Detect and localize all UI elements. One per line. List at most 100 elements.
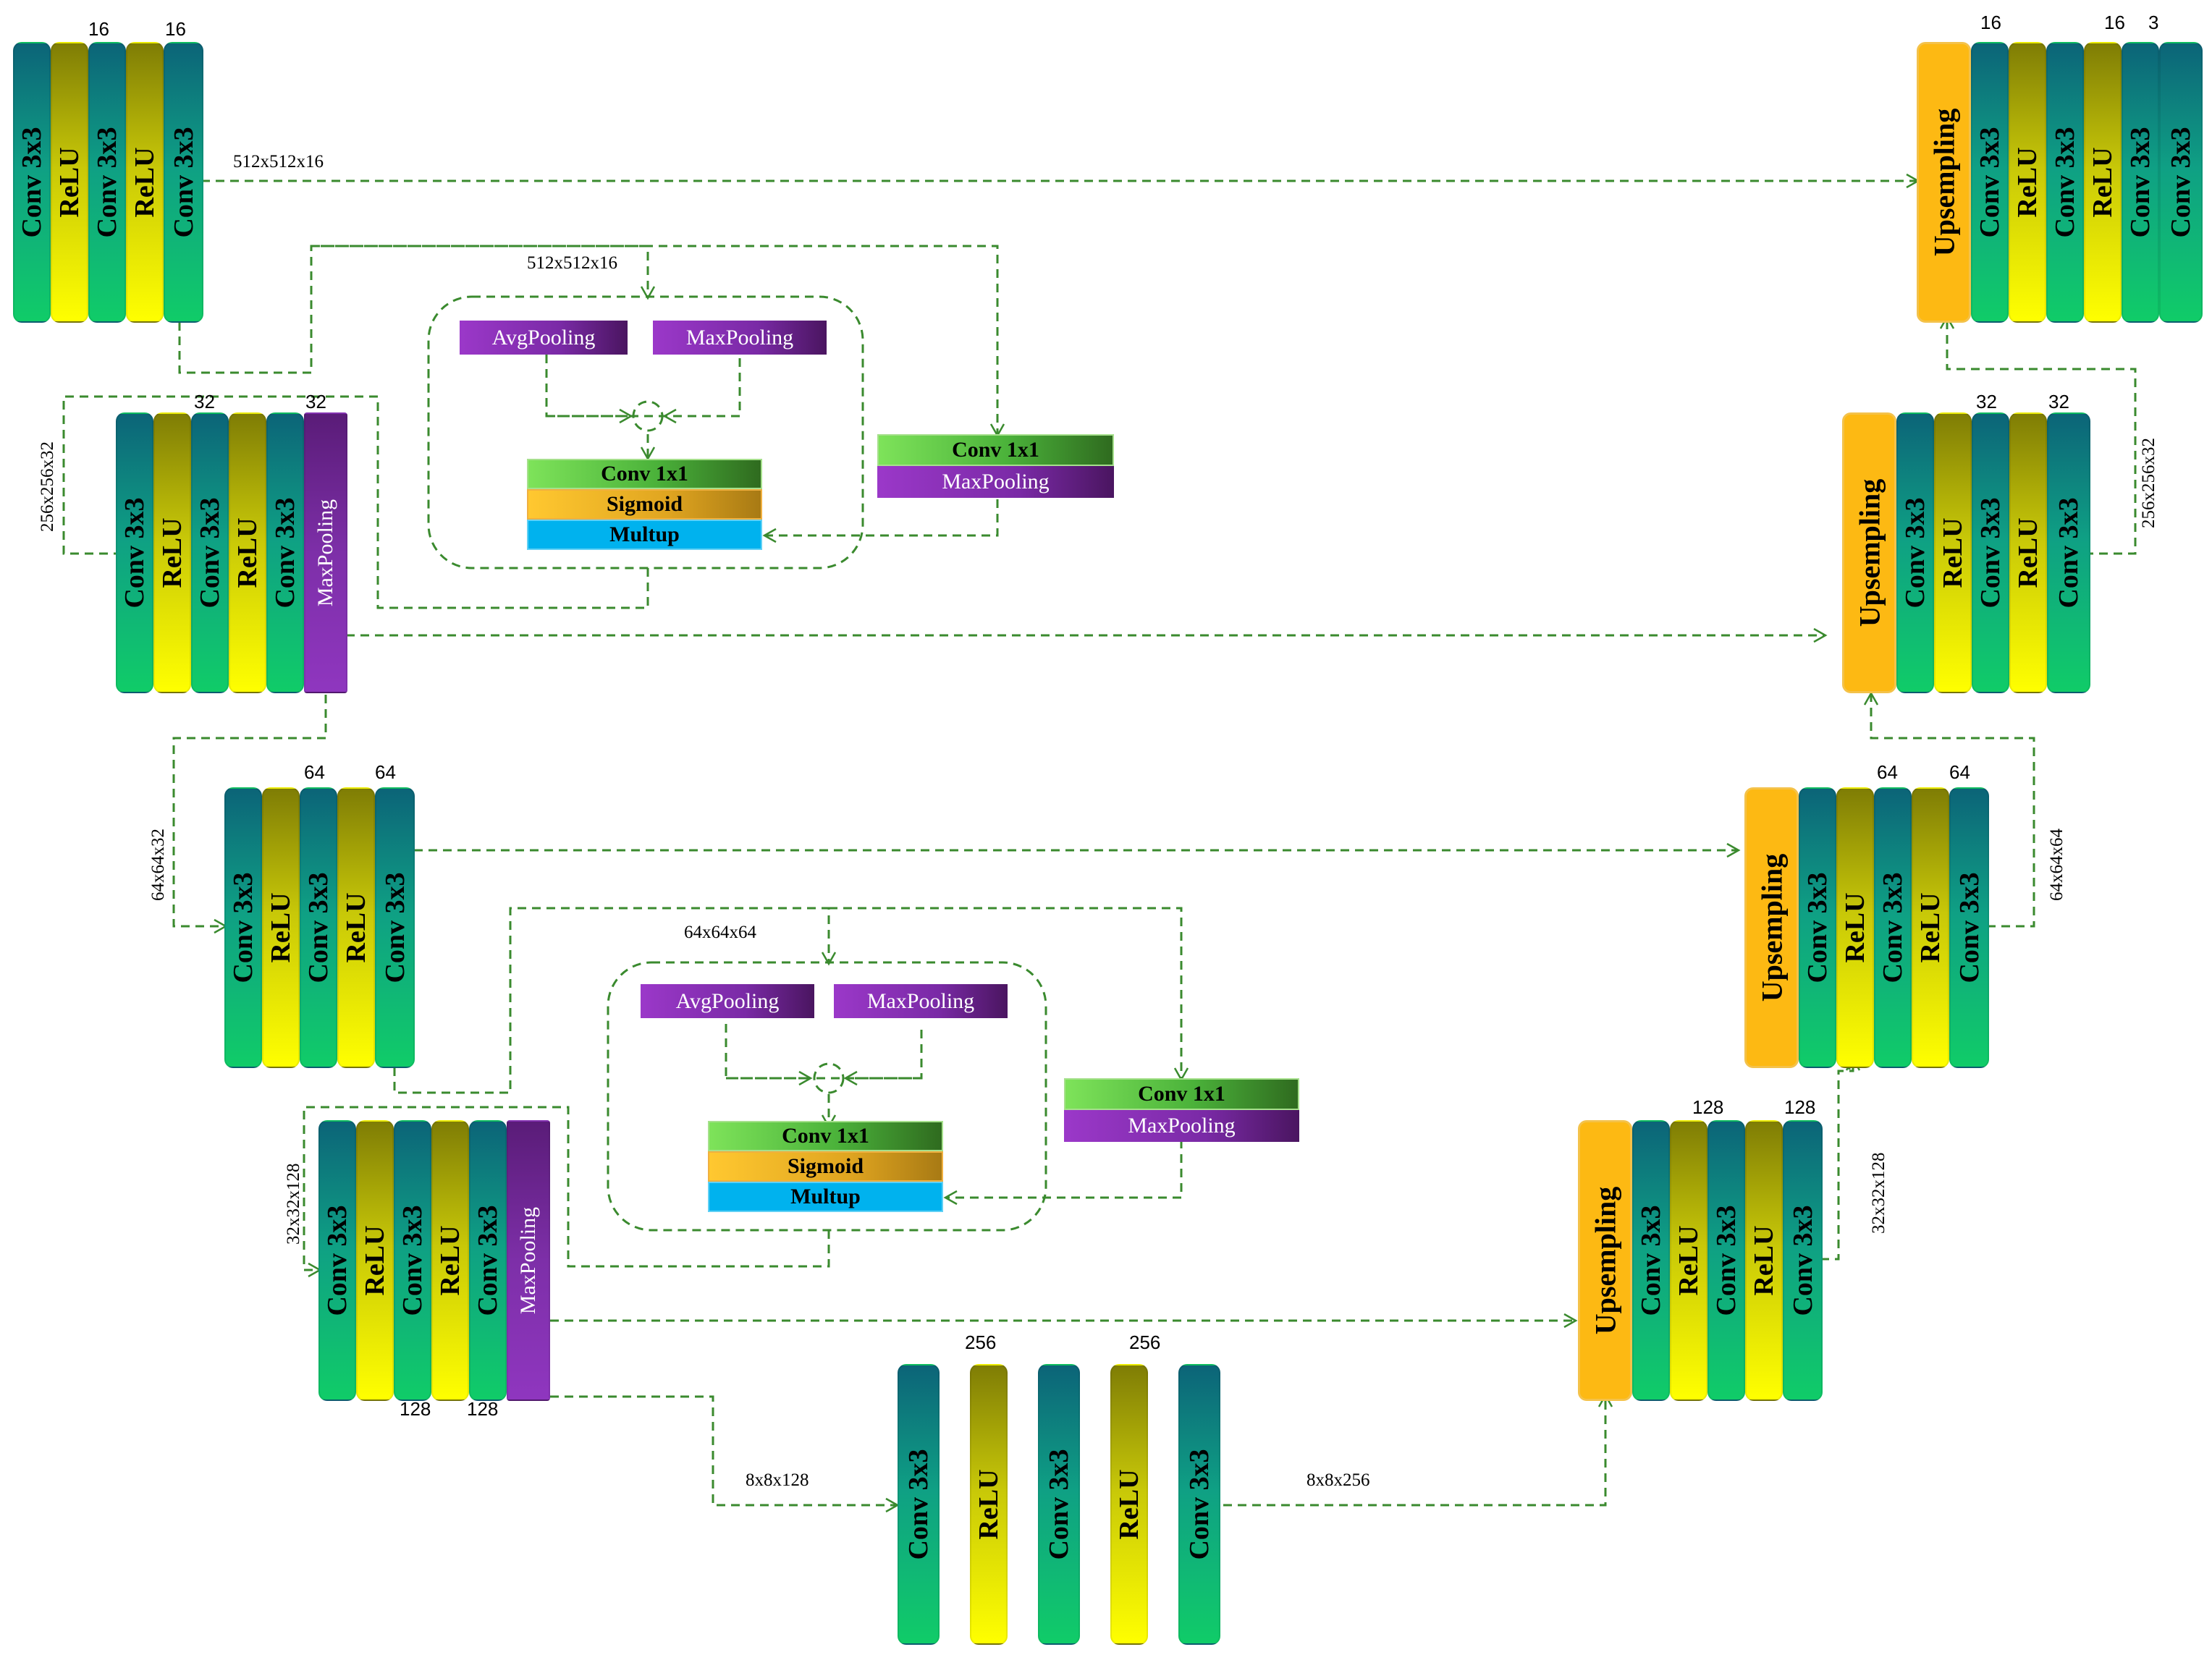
dec3-layer-relu-4: ReLU (1912, 787, 1949, 1068)
dec4-layer-conv-5: Conv 3x3 (1783, 1120, 1823, 1401)
dec4-layer-label-2: ReLU (1673, 1225, 1704, 1296)
enc3-layer-label-3: ReLU (341, 892, 371, 963)
dec2-layer-label-0: Upsempling (1853, 478, 1886, 627)
bottleneck-layer-conv-2: Conv 3x3 (1038, 1364, 1080, 1645)
dim-256-right: 256x256x32 (2139, 438, 2158, 528)
dec1-layer-label-3: Conv 3x3 (2050, 127, 2080, 238)
dec4-layer-conv-1: Conv 3x3 (1632, 1120, 1670, 1401)
enc4-layer-relu-3: ReLU (431, 1120, 469, 1401)
dec2-layer-label-2: ReLU (1938, 517, 1968, 588)
enc4-layer-label-4: Conv 3x3 (473, 1205, 503, 1316)
enc4-layer-label-1: ReLU (360, 1225, 390, 1296)
enc4-layer-label-0: Conv 3x3 (322, 1205, 353, 1316)
att2-multup: Multup (708, 1182, 943, 1212)
bottleneck-layer-label-0: Conv 3x3 (903, 1449, 934, 1560)
dec2-layer-relu-2: ReLU (1934, 412, 1972, 693)
dec1-layer-label-1: Conv 3x3 (1975, 127, 2005, 238)
dec1-layer-label-0: Upsempling (1928, 108, 1960, 257)
enc2-filters-a: 32 (194, 391, 215, 412)
dec1-layer-conv-5: Conv 3x3 (2122, 42, 2159, 323)
dec3-layer-conv-1: Conv 3x3 (1799, 787, 1836, 1068)
enc1-layer-label-0: Conv 3x3 (17, 127, 47, 238)
bottleneck-layer-label-2: Conv 3x3 (1044, 1449, 1074, 1560)
enc3-layer-conv-2: Conv 3x3 (300, 787, 337, 1068)
att2-conv1x1: Conv 1x1 (708, 1121, 943, 1151)
enc1-layer-relu-3: ReLU (126, 42, 164, 323)
enc4-filters-a: 128 (400, 1398, 431, 1420)
enc1-layer-label-3: ReLU (130, 147, 160, 218)
dec1-layer-label-6: Conv 3x3 (2166, 127, 2196, 238)
enc4-layer-conv-4: Conv 3x3 (469, 1120, 507, 1401)
enc1-layer-relu-1: ReLU (51, 42, 88, 323)
bottleneck-layer-relu-3: ReLU (1110, 1364, 1148, 1645)
enc1-layer-conv-0: Conv 3x3 (13, 42, 51, 323)
att2-side-conv1x1: Conv 1x1 (1064, 1078, 1299, 1110)
dim-32-right: 32x32x128 (1869, 1152, 1888, 1235)
enc1-layer-conv-4: Conv 3x3 (164, 42, 203, 323)
enc2-layer-label-0: Conv 3x3 (119, 497, 150, 609)
enc2-layer-conv-0: Conv 3x3 (116, 412, 153, 693)
enc4-layer-relu-1: ReLU (356, 1120, 394, 1401)
enc3-layer-label-4: Conv 3x3 (379, 872, 410, 983)
enc4-layer-conv-0: Conv 3x3 (318, 1120, 356, 1401)
enc3-layer-conv-0: Conv 3x3 (224, 787, 262, 1068)
att1-multup: Multup (527, 520, 762, 550)
dim-512-b: 512x512x16 (527, 253, 617, 273)
dec3-layer-label-5: Conv 3x3 (1954, 872, 1985, 983)
enc3-layer-relu-3: ReLU (337, 787, 375, 1068)
dec1-filters-c: 3 (2148, 12, 2159, 33)
bottleneck-filters-a: 256 (965, 1331, 997, 1353)
enc2-layer-relu-1: ReLU (153, 412, 191, 693)
dec2-layer-conv-5: Conv 3x3 (2047, 412, 2090, 693)
att2-maxpooling: MaxPooling (834, 984, 1008, 1018)
dec1-layer-conv-1: Conv 3x3 (1971, 42, 2009, 323)
enc3-filters-b: 64 (375, 761, 396, 783)
dec1-layer-conv-6: Conv 3x3 (2159, 42, 2203, 323)
bottleneck-layer-label-3: ReLU (1114, 1469, 1144, 1540)
dec2-layer-label-4: ReLU (2013, 517, 2043, 588)
enc2-layer-conv-2: Conv 3x3 (191, 412, 229, 693)
dec2-layer-ups-0: Upsempling (1842, 412, 1896, 693)
enc2-layer-conv-4: Conv 3x3 (266, 412, 304, 693)
dec4-layer-ups-0: Upsempling (1578, 1120, 1632, 1401)
dec1-filters-b: 16 (2104, 12, 2125, 33)
dec3-layer-conv-5: Conv 3x3 (1949, 787, 1989, 1068)
att1-side-maxpooling: MaxPooling (877, 466, 1114, 498)
enc3-layer-label-0: Conv 3x3 (228, 872, 258, 983)
enc4-layer-label-3: ReLU (435, 1225, 465, 1296)
dim-8-256: 8x8x256 (1306, 1470, 1370, 1490)
dec3-layer-ups-0: Upsempling (1744, 787, 1799, 1068)
dim-64-right: 64x64x64 (2047, 829, 2067, 901)
enc2-filters-b: 32 (305, 391, 326, 412)
dec4-layer-label-5: Conv 3x3 (1787, 1205, 1818, 1316)
dec4-layer-label-0: Upsempling (1589, 1186, 1621, 1335)
dec3-layer-label-2: ReLU (1840, 892, 1870, 963)
dec1-filters-a: 16 (1980, 12, 2001, 33)
bottleneck-filters-b: 256 (1129, 1331, 1161, 1353)
bottleneck-layer-conv-4: Conv 3x3 (1178, 1364, 1220, 1645)
att1-avgpooling: AvgPooling (460, 321, 628, 355)
dec3-filters-b: 64 (1949, 761, 1970, 783)
att1-sigmoid: Sigmoid (527, 489, 762, 520)
dec4-layer-label-1: Conv 3x3 (1636, 1205, 1666, 1316)
dec1-layer-label-5: Conv 3x3 (2125, 127, 2156, 238)
dim-64-b: 64x64x64 (684, 923, 756, 942)
dec1-layer-label-2: ReLU (2012, 147, 2043, 218)
dec4-layer-relu-2: ReLU (1670, 1120, 1707, 1401)
dim-8-128: 8x8x128 (746, 1470, 809, 1490)
dim-512-a: 512x512x16 (233, 152, 324, 171)
enc3-layer-relu-1: ReLU (262, 787, 300, 1068)
att1-maxpooling: MaxPooling (653, 321, 827, 355)
dec2-layer-label-3: Conv 3x3 (1975, 497, 2006, 609)
dec4-layer-relu-4: ReLU (1745, 1120, 1783, 1401)
enc1-filters-a: 16 (88, 18, 109, 40)
dec4-filters-a: 128 (1692, 1096, 1724, 1118)
att2-sigmoid: Sigmoid (708, 1151, 943, 1182)
att1-conv1x1: Conv 1x1 (527, 459, 762, 489)
dec2-filters-b: 32 (2048, 391, 2069, 412)
dec3-layer-label-1: Conv 3x3 (1802, 872, 1833, 983)
dec3-filters-a: 64 (1877, 761, 1898, 783)
dim-64-left: 64x64x32 (148, 829, 168, 901)
enc2-layer-label-4: Conv 3x3 (270, 497, 300, 609)
